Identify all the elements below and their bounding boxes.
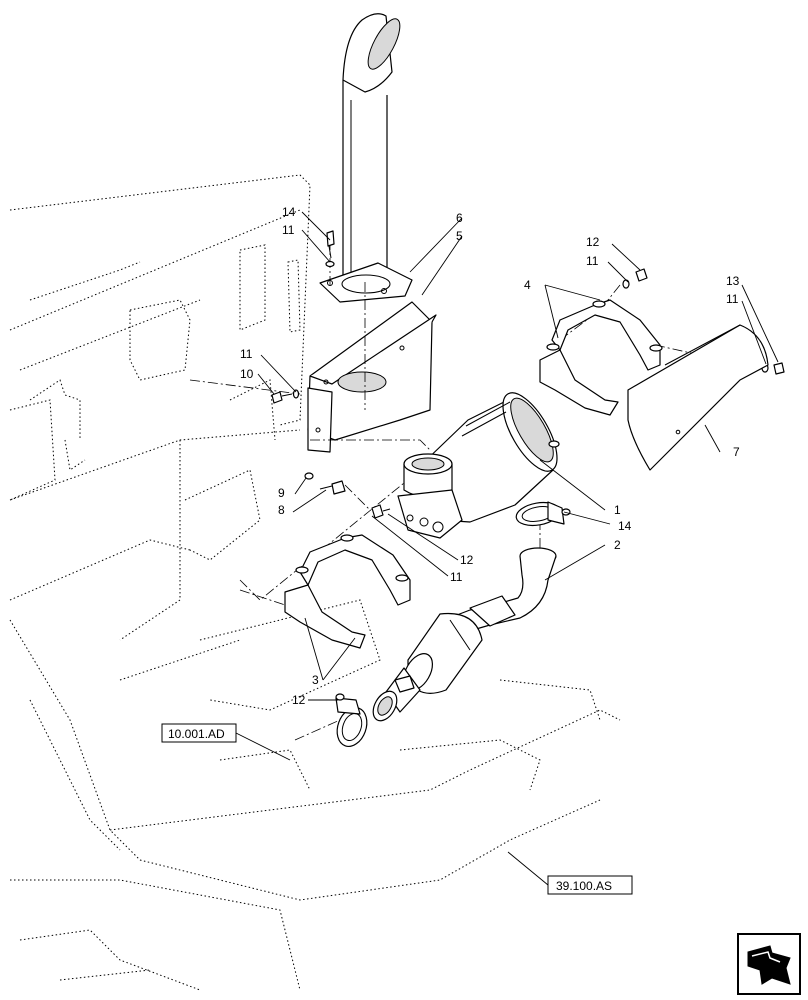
callout-7: 7 [733,445,740,459]
callout-3: 3 [312,673,319,687]
reference-box-10-001-ad[interactable]: 10.001.AD [161,723,237,743]
clamp-upper-4 [539,299,663,416]
exhaust-stack [342,13,401,290]
heat-shield [627,324,769,471]
vband-clamp-upper [515,501,571,527]
vband-clamp-lower [335,693,368,747]
clamp-lower-3 [284,534,411,649]
reference-label: 39.100.AS [556,879,612,893]
reference-label: 10.001.AD [168,727,225,741]
callout-13: 13 [726,274,740,288]
callout-4: 4 [524,278,531,292]
mounting-bracket [307,262,437,453]
callout-14: 14 [618,519,632,533]
machine-frame [9,174,621,991]
leader-lines [235,211,779,886]
callout-11: 11 [726,292,739,306]
callouts: 14 11 6 5 12 11 4 13 11 11 10 7 9 8 1 14… [240,205,740,707]
callout-2: 2 [614,538,621,552]
arrow-direction-icon [737,933,801,995]
callout-11: 11 [450,570,463,584]
fasteners [271,230,785,519]
callout-9: 9 [278,486,285,500]
callout-12: 12 [586,235,600,249]
callout-1: 1 [614,503,621,517]
reference-box-39-100-as[interactable]: 39.100.AS [547,875,633,895]
exhaust-pipe [372,547,557,722]
callout-11: 11 [586,254,599,268]
callout-11: 11 [282,223,295,237]
callout-12: 12 [460,553,474,567]
callout-10: 10 [240,367,254,381]
callout-11: 11 [240,347,253,361]
callout-14: 12 [292,693,306,707]
callout-8: 8 [278,503,285,517]
callout-5: 5 [456,229,463,243]
callout-6: 6 [456,211,463,225]
callout-12: 14 [282,205,296,219]
dpf-canister [397,392,560,539]
